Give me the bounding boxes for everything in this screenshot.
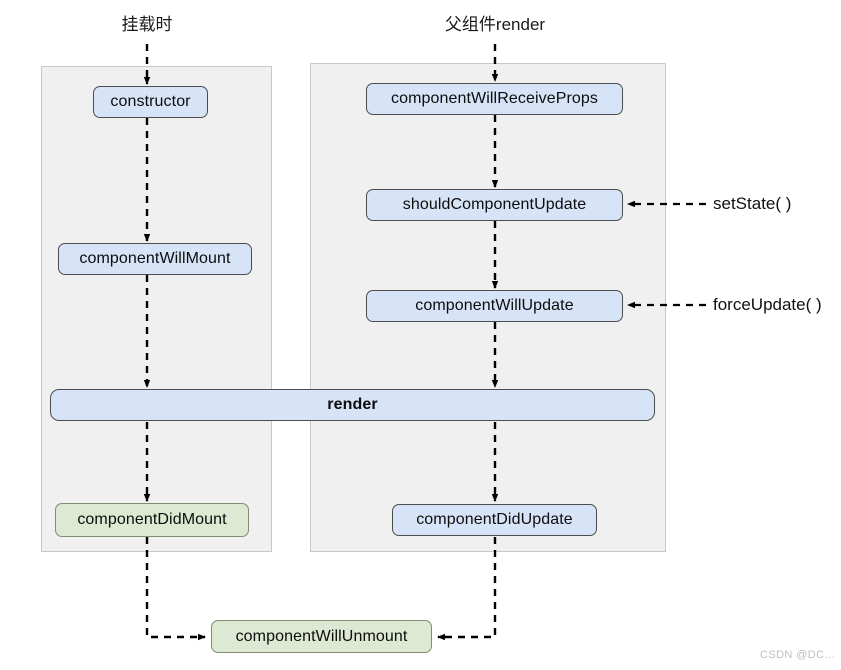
node-component-will-mount[interactable]: componentWillMount [58,243,252,275]
node-component-did-update[interactable]: componentDidUpdate [392,504,597,536]
arrow-did-mount-to-will-unmount [145,537,206,641]
node-component-did-mount[interactable]: componentDidMount [55,503,249,537]
node-should-component-update[interactable]: shouldComponentUpdate [366,189,623,221]
node-constructor[interactable]: constructor [93,86,208,118]
node-render[interactable]: render [50,389,655,421]
updating-phase-title: 父组件render [444,15,546,34]
mounting-phase-panel [41,66,272,552]
trigger-label-set-state: setState( ) [713,194,792,213]
arrow-did-update-to-will-unmount [437,537,497,641]
mounting-phase-title: 挂载时 [121,15,173,34]
trigger-label-force-update: forceUpdate( ) [713,295,822,314]
node-component-will-receive-props[interactable]: componentWillReceiveProps [366,83,623,115]
node-component-will-unmount[interactable]: componentWillUnmount [211,620,432,653]
watermark: CSDN @DC... [760,649,835,661]
node-component-will-update[interactable]: componentWillUpdate [366,290,623,322]
